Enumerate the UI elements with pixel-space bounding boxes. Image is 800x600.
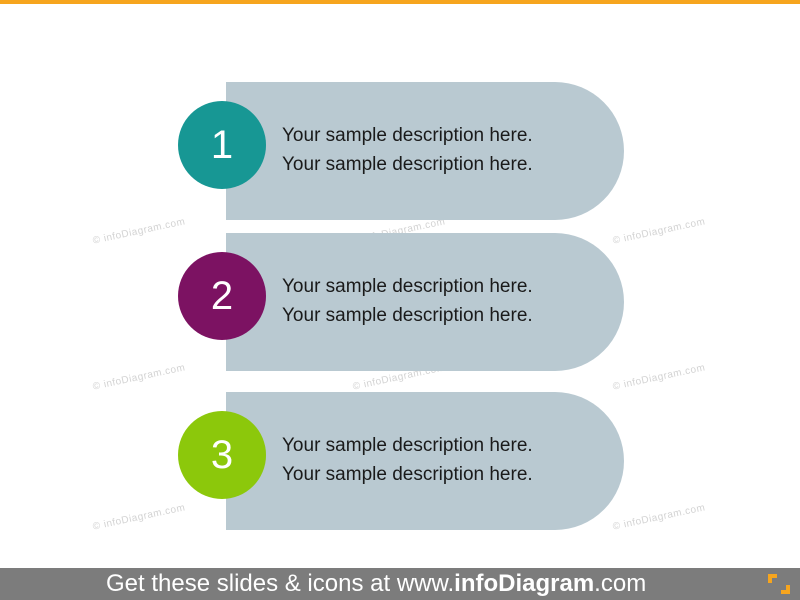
watermark: © infoDiagram.com [91, 216, 187, 247]
footer-prefix: Get these slides & icons at www. [106, 570, 455, 597]
watermark: © infoDiagram.com [91, 502, 187, 533]
infodiagram-logo-icon [768, 574, 790, 594]
description-line: Your sample description here. [282, 276, 533, 297]
step-description: Your sample description here. Your sampl… [282, 121, 602, 179]
footer-text[interactable]: Get these slides & icons at www.infoDiag… [106, 570, 646, 598]
description-line: Your sample description here. [282, 154, 533, 175]
description-line: Your sample description here. [282, 305, 533, 326]
watermark: © infoDiagram.com [611, 502, 707, 533]
description-line: Your sample description here. [282, 464, 533, 485]
description-line: Your sample description here. [282, 435, 533, 456]
step-tab [226, 392, 624, 530]
watermark: © infoDiagram.com [611, 216, 707, 247]
step-tab [226, 233, 624, 371]
top-accent-line [0, 0, 800, 4]
step-tab [226, 82, 624, 220]
step-number-circle: 1 [178, 101, 266, 189]
step-number-circle: 3 [178, 411, 266, 499]
watermark: © infoDiagram.com [611, 362, 707, 393]
footer-brand: infoDiagram [454, 570, 595, 597]
step-2: Your sample description here. Your sampl… [178, 233, 624, 371]
step-1: Your sample description here. Your sampl… [178, 82, 624, 220]
step-description: Your sample description here. Your sampl… [282, 431, 602, 489]
footer-banner: Get these slides & icons at www.infoDiag… [0, 568, 800, 600]
step-description: Your sample description here. Your sampl… [282, 272, 602, 330]
watermark: © infoDiagram.com [91, 362, 187, 393]
step-number-circle: 2 [178, 252, 266, 340]
footer-suffix: .com [594, 570, 647, 597]
description-line: Your sample description here. [282, 125, 533, 146]
step-3: Your sample description here. Your sampl… [178, 392, 624, 530]
